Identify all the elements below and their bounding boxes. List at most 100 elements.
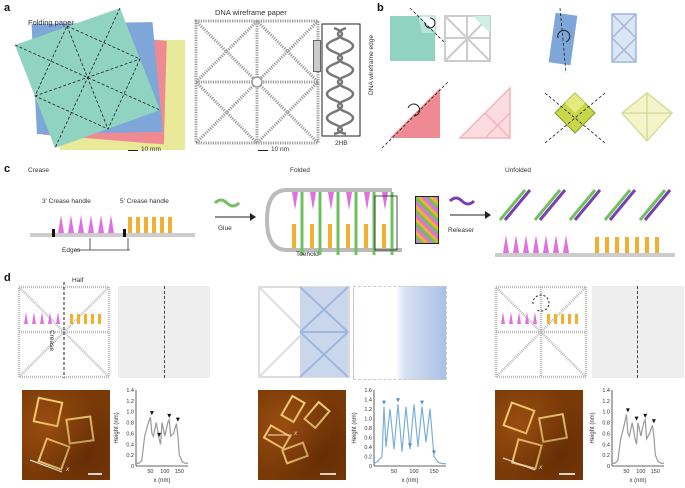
helix-inset: [415, 196, 439, 244]
profile-line: [136, 416, 188, 464]
releaser-label: Releaser: [448, 227, 475, 234]
x-tick-label: 150: [175, 469, 184, 475]
y-axis-label: Height (nm): [590, 412, 596, 443]
x-tick-label: 150: [651, 469, 660, 475]
afm-x-label-half: x: [66, 466, 70, 473]
x-tick-label: 50: [391, 469, 397, 475]
half-fold-wireframe: [17, 282, 111, 379]
glue-label: Glue: [218, 225, 232, 232]
dna-edge-label: DNA wireframe edge: [368, 35, 375, 95]
x-tick-label: 150: [429, 469, 438, 475]
handle3-label: 3′ Crease handle: [42, 198, 91, 205]
peak-marker: [149, 411, 154, 416]
toehold-label: Toehold: [296, 251, 319, 258]
y-tick-label: 0.4: [602, 442, 610, 448]
scale-bar-right: [258, 150, 268, 151]
x-axis-label: x (nm): [154, 478, 171, 484]
x-tick-label: 100: [636, 469, 645, 475]
folded-wireframe: [258, 286, 350, 378]
y-tick-label: 1.6: [364, 388, 372, 394]
y-tick-label: 1.4: [364, 398, 372, 404]
panel-label-a: a: [4, 2, 11, 14]
half-label: Half: [72, 277, 84, 284]
y-tick-label: 1.0: [126, 410, 134, 416]
edge-zoom-box: [321, 23, 361, 137]
folding-paper-stack: [14, 7, 185, 150]
y-tick-label: 1.4: [602, 388, 610, 394]
x-axis-label: x (nm): [630, 478, 647, 484]
edges-connector: [75, 238, 130, 251]
panel-label-d: d: [4, 272, 11, 284]
height-profile-chart-half: 0 0.2 0.4 0.6 0.8 1.0 1.2 1.4 50 100 150 Height (nm…: [114, 388, 188, 484]
y-tick-label: 0.8: [602, 421, 610, 427]
y-axis-label: Height (nm): [352, 412, 358, 443]
afm-image-folded: x: [258, 390, 346, 480]
y-tick-label: 1.2: [126, 399, 134, 405]
afm-x-label-folded: x: [294, 430, 298, 437]
height-profile-chart-unfolded: 0 0.2 0.4 0.6 0.8 1.0 1.2 1.4 50 100 150 Height (nm…: [590, 388, 664, 484]
peak-marker: [396, 398, 400, 403]
peak-marker: [408, 443, 412, 448]
y-tick-label: 1.2: [364, 407, 372, 413]
scale-label-left: 10 mm: [141, 146, 161, 153]
y-tick-label: 0.8: [126, 421, 134, 427]
afm-image-half: x: [22, 390, 110, 480]
y-tick-label: 1.4: [126, 388, 134, 394]
y-tick-label: 0.8: [364, 426, 372, 432]
y-tick-label: 0.6: [126, 431, 134, 437]
releaser-arrow: [448, 196, 491, 219]
peak-marker: [634, 416, 639, 421]
afm-image-unfolded: x: [495, 390, 583, 480]
unfolded-structure: [495, 189, 675, 257]
y-tick-label: 0.6: [364, 436, 372, 442]
y-tick-label: 0.4: [364, 445, 372, 451]
crease-strand: [30, 215, 195, 237]
peak-marker: [167, 413, 172, 418]
y-tick-label: 0.2: [364, 455, 372, 461]
y-axis-label: Height (nm): [114, 412, 120, 443]
y-tick-label: 0.2: [126, 453, 134, 459]
x-tick-label: 50: [623, 469, 629, 475]
edge-highlight: [313, 40, 321, 72]
unfolded-sheet-crease: [637, 286, 638, 378]
crease-title: Crease: [28, 167, 49, 174]
y-tick-label: 0: [369, 464, 372, 470]
y-tick-label: 0: [607, 464, 610, 470]
dna-wireframe-paper: [193, 18, 321, 146]
peak-marker: [175, 417, 180, 422]
x-tick-label: 100: [160, 469, 169, 475]
unfolded-sheet: [592, 286, 684, 378]
folded-structure: [264, 188, 402, 255]
x-tick-label: 50: [147, 469, 153, 475]
sheet-crease-line: [164, 286, 165, 378]
folding-paper-label: Folding paper: [28, 18, 74, 27]
panel-label-b: b: [377, 2, 384, 14]
peak-marker: [643, 413, 648, 418]
peak-marker: [432, 450, 436, 455]
peak-marker: [625, 408, 630, 413]
fold-examples-row1: [390, 7, 637, 74]
y-tick-label: 0.4: [126, 442, 134, 448]
afm-x-label-unfolded: x: [539, 464, 543, 471]
fold-examples-row2: [381, 81, 674, 149]
peak-marker: [420, 400, 424, 405]
peak-marker: [651, 419, 656, 424]
handle5-label: 5′ Crease handle: [120, 198, 169, 205]
glue-arrow: [213, 198, 256, 221]
x-axis-label: x (nm): [402, 478, 419, 484]
folded-title: Folded: [290, 167, 310, 174]
y-tick-label: 0.6: [602, 431, 610, 437]
profile-line: [373, 404, 446, 465]
twohb-label: 2HB: [335, 140, 348, 147]
scale-bar-left: [128, 150, 138, 151]
unfolded-title: Unfolded: [505, 167, 532, 174]
peak-marker: [157, 432, 162, 437]
y-tick-label: 1.2: [602, 399, 610, 405]
unfolded-wireframe: [494, 285, 588, 379]
y-tick-label: 0.2: [602, 453, 610, 459]
y-tick-label: 0: [131, 464, 134, 470]
edges-label: Edges: [62, 247, 81, 254]
y-tick-label: 1.0: [602, 410, 610, 416]
folded-sheet: [353, 286, 447, 380]
